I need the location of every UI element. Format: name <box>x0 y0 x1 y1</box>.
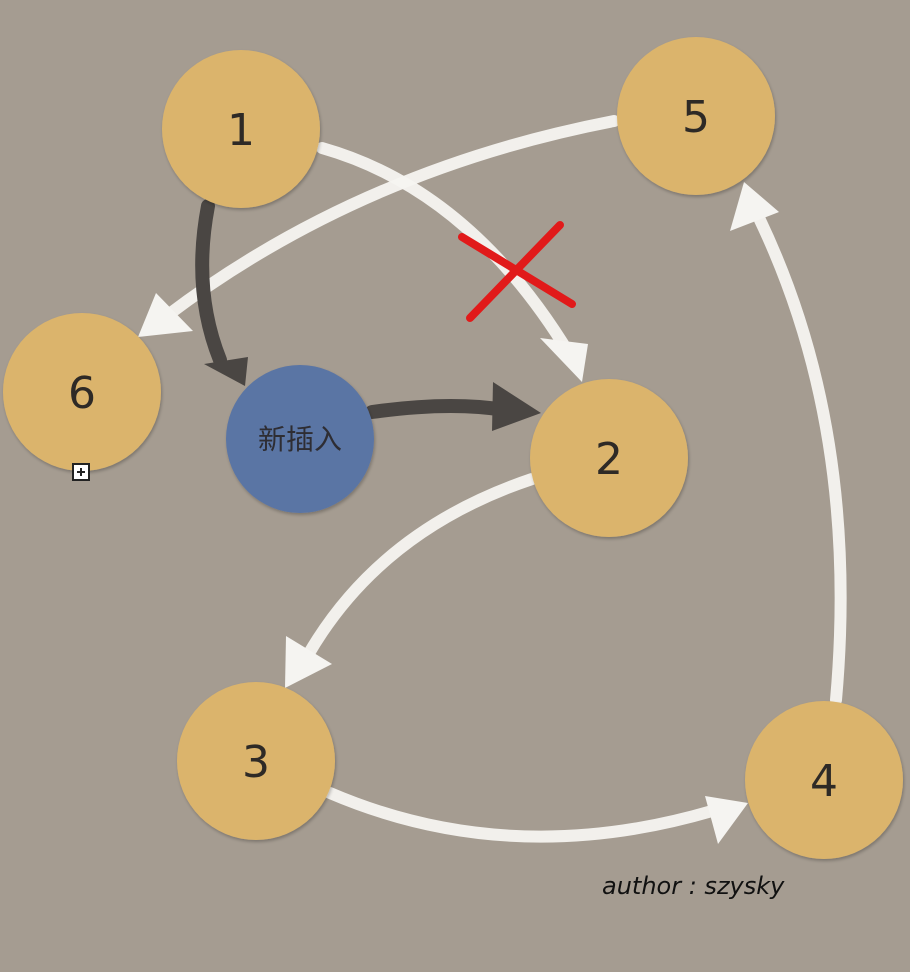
expand-plus-icon[interactable] <box>72 463 90 481</box>
node-4: 4 <box>745 701 903 859</box>
cross-mark-icon <box>458 221 576 322</box>
svg-text:3: 3 <box>242 737 270 788</box>
node-2: 2 <box>530 379 688 537</box>
node-new-insert: 新插入 <box>226 365 374 513</box>
author-label: author : szysky <box>602 872 785 900</box>
edge-5-to-6 <box>138 115 620 337</box>
edge-new-to-2 <box>365 382 541 431</box>
edge-3-to-4 <box>324 787 748 844</box>
node-1: 1 <box>162 50 320 208</box>
node-5: 5 <box>617 37 775 195</box>
node-6: 6 <box>3 313 161 471</box>
edge-4-to-5 <box>730 182 847 706</box>
edge-2-to-3 <box>285 473 538 688</box>
edge-1-to-2 <box>316 142 588 382</box>
svg-text:1: 1 <box>227 105 255 156</box>
edge-1-to-new <box>195 199 248 386</box>
svg-text:6: 6 <box>68 368 96 419</box>
svg-text:新插入: 新插入 <box>258 423 342 456</box>
svg-text:2: 2 <box>595 434 623 485</box>
node-3: 3 <box>177 682 335 840</box>
svg-text:4: 4 <box>810 756 838 807</box>
svg-text:5: 5 <box>682 92 710 143</box>
